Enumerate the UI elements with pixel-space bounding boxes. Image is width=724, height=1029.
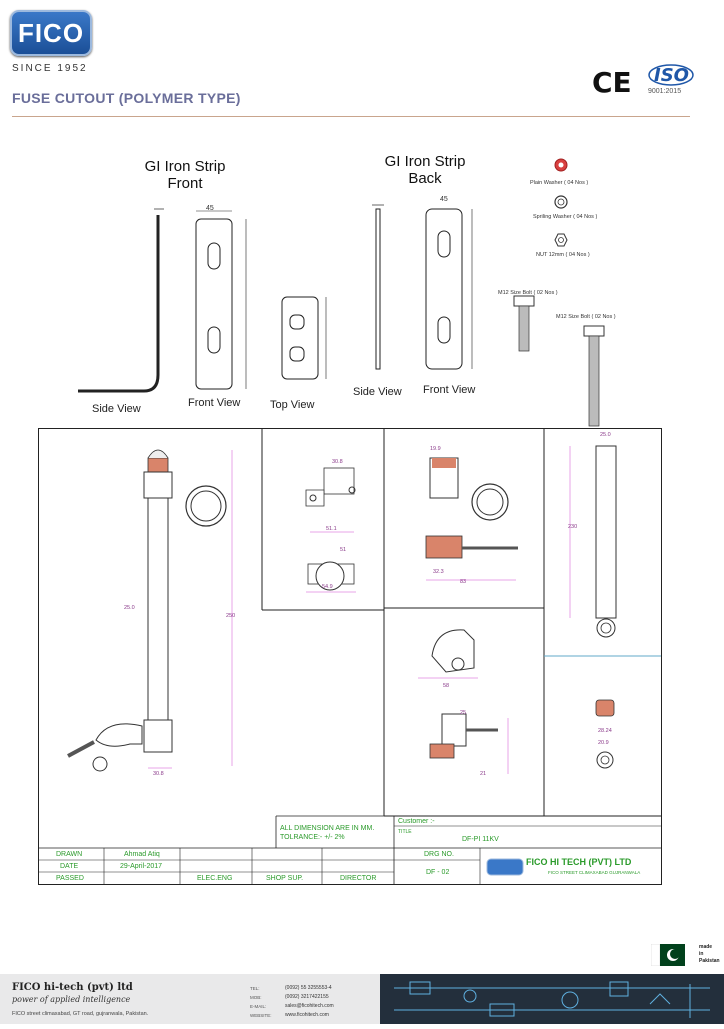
made-in-pakistan: made in Pakistan (699, 944, 720, 965)
company-address: FICO STREET CLIMAXABAD GUJRANWALA (548, 870, 641, 875)
dim-d13: 20.9 (598, 740, 609, 746)
strip-front-drawing (78, 208, 327, 393)
circuit-graphic-icon (394, 981, 710, 1018)
footer-banner (380, 974, 724, 1024)
dim-tube-dia: 25.0 (124, 605, 135, 611)
drg-no-value: DF - 02 (426, 869, 450, 876)
strip-front-title: GI Iron Strip Front (130, 158, 240, 192)
strip-back-title: GI Iron Strip Back (370, 153, 480, 187)
dim-d8: 230 (568, 524, 578, 530)
made-line2: in (699, 951, 704, 957)
email-link[interactable]: sales@ficohitech.com (285, 1003, 334, 1009)
strip-front-top-view-label: Top View (270, 399, 315, 411)
elec-eng-label: ELEC.ENG (197, 875, 233, 882)
iso-badge: ISO 9001:2015 (646, 64, 696, 98)
email-label: E-MAIL: (250, 1004, 267, 1009)
dim-d6: 83 (460, 579, 467, 585)
strip-front-width-dim: 45 (206, 205, 214, 212)
nut-label: NUT 12mm ( 04 Nos ) (536, 252, 590, 258)
footer-address: FICO street climaxabad, GT road, gujranw… (12, 1011, 149, 1017)
dim-d10: 25 (460, 710, 467, 716)
title-value: DF-PI 11KV (462, 836, 499, 843)
spring-washer-label: Spriling Washer ( 04 Nos ) (533, 214, 598, 220)
web-label: WEBSITE: (250, 1013, 272, 1018)
dim-clamp-dia: 51 (340, 547, 347, 553)
note-line1: ALL DIMENSION ARE IN MM. (280, 825, 375, 832)
bolt1-label: M12 Size Bolt ( 02 Nos ) (498, 290, 558, 296)
strip-back-drawing (372, 204, 473, 370)
bolt2-label: M12 Size Bolt ( 02 Nos ) (556, 314, 616, 320)
made-line1: made (699, 944, 713, 950)
dim-d5: 32.3 (433, 569, 444, 575)
dim-d7: 25.0 (600, 432, 611, 438)
footer-tagline: power of applied intelligence (12, 995, 131, 1004)
dim-total-len: 250 (226, 613, 236, 619)
since-text: SINCE 1952 (12, 63, 88, 74)
strip-front-title-line2: Front (167, 175, 203, 192)
company-name: FICO HI TECH (PVT) LTD (526, 857, 632, 867)
strip-back-title-line2: Back (408, 170, 442, 187)
tel-label: TEL: (250, 986, 260, 991)
dim-d2: 51.1 (326, 526, 337, 532)
drawn-label: DRAWN (56, 851, 83, 858)
strip-back-title-line1: GI Iron Strip (384, 153, 466, 170)
strip-back-front-view-label: Front View (423, 384, 476, 396)
plain-washer-label: Plain Washer ( 04 Nos ) (530, 180, 589, 186)
dim-d12: 28.24 (598, 728, 612, 734)
footer-company-name: FICO hi-tech (pvt) ltd (12, 982, 133, 993)
ce-mark: CE (592, 66, 632, 99)
customer-label: Customer :- (398, 818, 435, 825)
footer-contact (0, 974, 380, 1024)
note-line2: TOLRANCE:- +/- 2% (280, 834, 345, 841)
strip-front-side-view-label: Side View (92, 403, 141, 415)
dim-d3: 54.9 (322, 584, 333, 590)
tel-value: (0092) 55 3255553-4 (285, 985, 332, 991)
date-value: 29-April-2017 (120, 863, 163, 870)
hardware-drawing (513, 158, 605, 427)
dim-d9: 58 (443, 683, 450, 689)
mob-value: (0092) 3217422155 (285, 994, 329, 1000)
globe-icon (648, 64, 694, 86)
iso-text: ISO (654, 65, 689, 86)
pakistan-flag-icon (651, 944, 685, 966)
iso-standard: 9001:2015 (648, 88, 682, 95)
shop-sup-label: SHOP SUP. (266, 875, 304, 882)
technical-drawing-frame (38, 428, 662, 885)
drawn-value: Ahmad Atiq (124, 851, 160, 858)
director-label: DIRECTOR (340, 875, 377, 882)
dim-base: 30.8 (153, 771, 164, 777)
website-link[interactable]: www.ficohitech.com (285, 1012, 329, 1018)
fico-small-logo-icon (486, 858, 524, 876)
strip-back-side-view-label: Side View (353, 386, 402, 398)
mob-label: MOB: (250, 995, 262, 1000)
strip-back-width-dim: 45 (440, 196, 448, 203)
dim-d4: 19.9 (430, 446, 441, 452)
logo-text: FICO (17, 17, 85, 48)
fico-logo: FICO (10, 10, 92, 56)
dim-d1: 30.8 (332, 459, 343, 465)
drg-no-label: DRG NO. (424, 851, 454, 858)
strip-front-front-view-label: Front View (188, 397, 241, 409)
passed-label: PASSED (56, 875, 84, 882)
dim-d11: 21 (480, 771, 487, 777)
date-label: DATE (60, 863, 79, 870)
title-label: TITLE (398, 829, 412, 835)
page-title: FUSE CUTOUT (POLYMER TYPE) (12, 90, 241, 106)
made-line3: Pakistan (699, 958, 720, 964)
header-divider (12, 116, 690, 117)
strip-front-title-line1: GI Iron Strip (144, 158, 226, 175)
